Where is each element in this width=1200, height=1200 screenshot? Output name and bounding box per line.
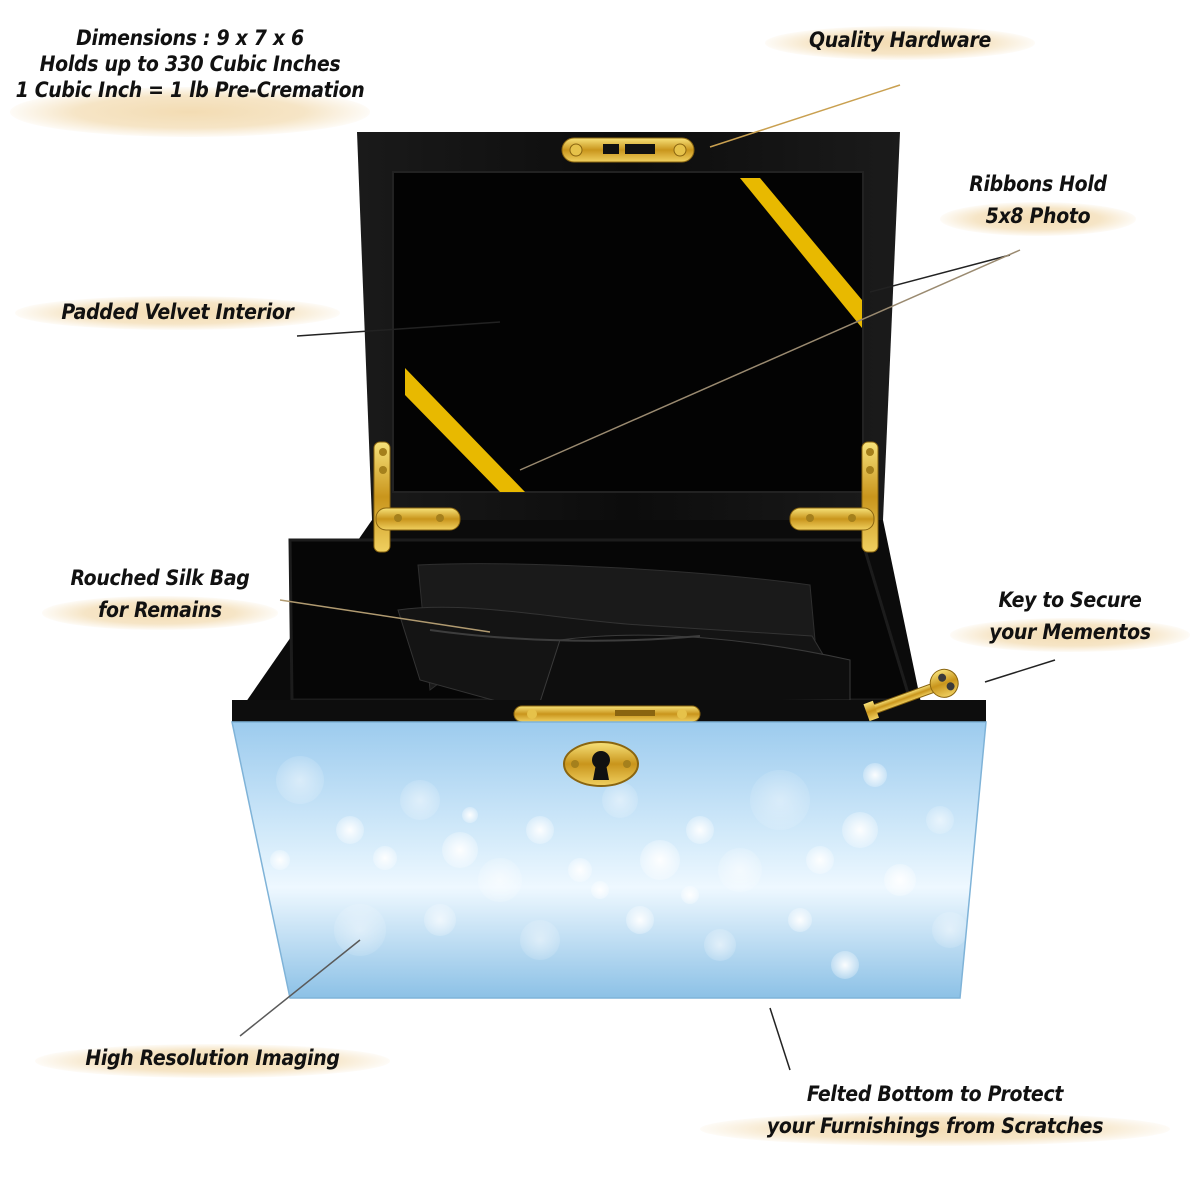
box-interior (232, 520, 925, 722)
key-text-line1: Key to Secure (998, 588, 1142, 612)
callout-felted-bottom: Felted Bottom to Protect your Furnishing… (700, 1078, 1170, 1146)
callout-padded-velvet: Padded Velvet Interior (15, 296, 340, 330)
padded-velvet-text: Padded Velvet Interior (61, 300, 294, 324)
callout-ribbons: Ribbons Hold 5x8 Photo (940, 168, 1136, 236)
callout-dimensions: Dimensions : 9 x 7 x 6 Holds up to 330 C… (10, 25, 370, 137)
callout-quality-hardware: Quality Hardware (765, 24, 1035, 60)
lid-clasp (561, 137, 695, 163)
open-lid (357, 132, 900, 520)
silk-bag-text-line1: Rouched Silk Bag (70, 566, 250, 590)
callout-silk-bag: Rouched Silk Bag for Remains (42, 562, 278, 630)
hinge-right (789, 441, 879, 553)
key (863, 668, 959, 722)
felted-bottom-text-line1: Felted Bottom to Protect (806, 1082, 1064, 1106)
felted-bottom-text-line2: your Furnishings from Scratches (766, 1114, 1104, 1138)
keyhole-escutcheon (563, 741, 639, 787)
silk-bag-text-line2: for Remains (98, 598, 222, 622)
ribbons-text-line2: 5x8 Photo (985, 204, 1091, 228)
quality-hardware-text: Quality Hardware (808, 28, 992, 52)
callout-high-res: High Resolution Imaging (35, 1042, 390, 1078)
weight-conversion-text: 1 Cubic Inch = 1 lb Pre-Cremation (15, 78, 365, 102)
key-text-line2: your Mementos (989, 620, 1151, 644)
capacity-text: Holds up to 330 Cubic Inches (39, 52, 341, 76)
high-res-text: High Resolution Imaging (85, 1046, 340, 1070)
silk-bag (397, 563, 851, 703)
photo-ribbons (405, 178, 862, 492)
dimensions-text: Dimensions : 9 x 7 x 6 (76, 26, 304, 50)
callout-pointer-lines (239, 84, 1056, 1071)
box-clasp (513, 705, 701, 723)
front-panel-image (231, 721, 987, 999)
ribbons-text-line1: Ribbons Hold (969, 172, 1107, 196)
hinge-left (373, 441, 461, 553)
callout-key: Key to Secure your Mementos (950, 584, 1190, 652)
